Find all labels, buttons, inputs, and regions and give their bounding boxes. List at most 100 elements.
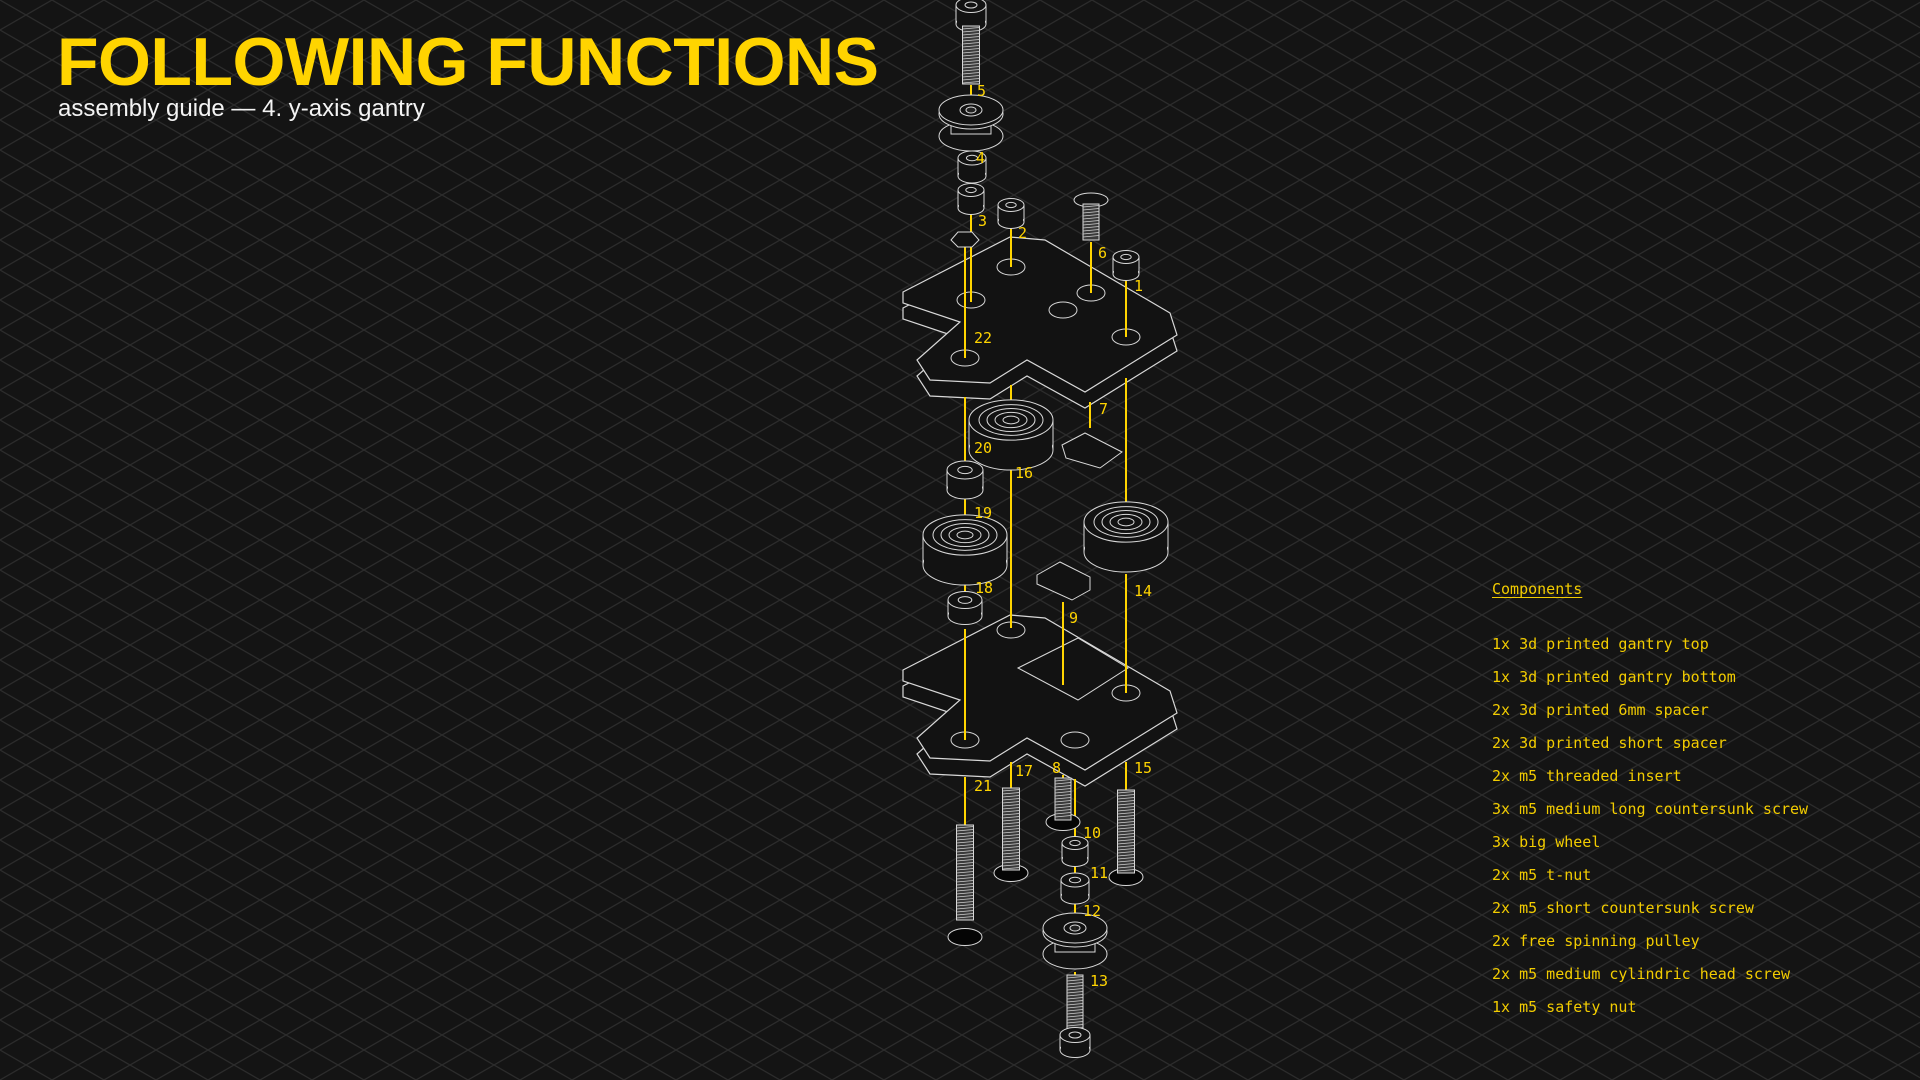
big-wheel-ring [1117, 517, 1135, 527]
callout-label-9: 9 [1069, 609, 1078, 627]
countersunk-screw-thread-thread [1082, 214, 1100, 217]
countersunk-screw-thread-thread [1054, 803, 1072, 806]
cylindric-head-screw-thread-thread [962, 36, 980, 39]
callout-label-18: 18 [975, 579, 993, 597]
cylindric-head-screw-thread-thread [1066, 1015, 1084, 1018]
component-item: 3x m5 medium long countersunk screw [1492, 800, 1809, 818]
countersunk-screw-thread-thread [1054, 788, 1072, 791]
countersunk-screw-thread-thread [1002, 792, 1020, 795]
big-wheel-ring [1109, 513, 1143, 531]
callout-label-11: 11 [1090, 864, 1108, 882]
countersunk-screw-thread-thread [956, 826, 974, 829]
countersunk-screw-thread-thread [956, 889, 974, 892]
free-spinning-pulley-bearing [959, 103, 983, 117]
countersunk-screw-thread-thread [956, 880, 974, 883]
cylindric-head-screw-thread-thread [1066, 976, 1084, 979]
component-item: 2x m5 threaded insert [1492, 767, 1682, 785]
countersunk-screw-thread-thread [956, 853, 974, 856]
countersunk-screw-thread-thread [1117, 830, 1135, 833]
6mm-spacer-bore [957, 465, 973, 475]
component-item: 2x m5 short countersunk screw [1492, 899, 1754, 917]
countersunk-screw-thread-thread [1082, 211, 1100, 214]
callout-label-14: 14 [1134, 582, 1152, 600]
cylindric-head-screw-thread-thread [962, 27, 980, 30]
callout-label-20: 20 [974, 439, 992, 457]
cylindric-head-screw-thread [1066, 974, 1084, 1036]
countersunk-screw-thread-thread [1117, 824, 1135, 827]
page-title: FOLLOWING FUNCTIONS [57, 24, 879, 100]
safety-nut [950, 231, 980, 248]
countersunk-screw-thread [1054, 777, 1072, 821]
callout-label-5: 5 [977, 82, 986, 100]
cylindric-head-screw-thread-thread [962, 63, 980, 66]
component-item: 3x big wheel [1492, 833, 1601, 851]
countersunk-screw-thread-thread [1002, 789, 1020, 792]
countersunk-screw-thread-thread [1082, 229, 1100, 232]
countersunk-screw-thread-thread [1002, 810, 1020, 813]
countersunk-screw-thread-thread [1082, 208, 1100, 211]
cylindric-head-screw-head-top [955, 0, 987, 13]
6mm-spacer [946, 460, 984, 500]
countersunk-screw-thread-thread [1002, 852, 1020, 855]
countersunk-screw-thread-thread [1117, 845, 1135, 848]
countersunk-screw-thread-thread [1054, 806, 1072, 809]
cylindric-head-screw-thread-thread [962, 78, 980, 81]
big-wheel-ring [956, 530, 974, 540]
cylindric-head-screw-thread-thread [962, 72, 980, 75]
callout-label-21: 21 [974, 777, 992, 795]
countersunk-screw-thread-thread [1002, 843, 1020, 846]
callout-label-17: 17 [1015, 762, 1033, 780]
cylindric-head-screw-thread-thread [962, 30, 980, 33]
countersunk-screw-thread-thread [1054, 791, 1072, 794]
6mm-spacer-top [946, 460, 984, 480]
countersunk-screw-thread-thread [1054, 794, 1072, 797]
big-wheel-ring [1101, 509, 1151, 535]
t-nut-pocket [1016, 637, 1129, 701]
cylindric-head-screw-thread-thread [962, 42, 980, 45]
big-wheel-ring [986, 407, 1036, 433]
cylindric-head-screw-thread-thread [1066, 1021, 1084, 1024]
countersunk-screw-thread-thread [1054, 815, 1072, 818]
countersunk-screw-thread-thread [1082, 226, 1100, 229]
countersunk-screw-thread-thread [956, 871, 974, 874]
countersunk-screw-thread-thread [956, 865, 974, 868]
free-spinning-pulley-bore [1069, 924, 1081, 932]
component-item: 2x m5 t-nut [1492, 866, 1592, 884]
t-nut [1061, 432, 1123, 469]
cylindric-head-screw-thread-thread [962, 33, 980, 36]
components-list: 1x 3d printed gantry top 1x 3d printed g… [1492, 634, 1808, 1030]
countersunk-screw-thread-thread [956, 874, 974, 877]
countersunk-screw-thread-thread [1082, 220, 1100, 223]
countersunk-screw-thread-thread [1002, 804, 1020, 807]
countersunk-screw-thread-thread [956, 895, 974, 898]
countersunk-screw-thread-thread [956, 877, 974, 880]
countersunk-screw-thread-thread [1002, 831, 1020, 834]
short-spacer [1060, 872, 1090, 905]
countersunk-screw-thread-thread [956, 892, 974, 895]
countersunk-screw-thread-thread [1002, 828, 1020, 831]
countersunk-screw-thread-thread [956, 847, 974, 850]
cylindric-head-screw-thread-thread [962, 60, 980, 63]
countersunk-screw-thread-thread [1054, 800, 1072, 803]
cylindric-head-screw-thread-thread [962, 54, 980, 57]
cylindric-head-screw-thread-thread [1066, 1024, 1084, 1027]
component-item: 2x 3d printed 6mm spacer [1492, 701, 1709, 719]
countersunk-screw-thread-thread [1117, 836, 1135, 839]
countersunk-screw-thread-thread [1002, 864, 1020, 867]
gantry-bottom-plate [902, 614, 1178, 787]
short-spacer-top [957, 150, 987, 166]
countersunk-screw-thread-thread [1117, 815, 1135, 818]
cylindric-head-screw-thread-thread [1066, 991, 1084, 994]
big-wheel-ring [1002, 415, 1020, 425]
components-list-panel: Components 1x 3d printed gantry top 1x 3… [1492, 580, 1808, 1030]
callout-label-12: 12 [1083, 902, 1101, 920]
callout-label-2: 2 [1018, 224, 1027, 242]
countersunk-screw-thread-thread [956, 838, 974, 841]
countersunk-screw-thread-thread [1117, 794, 1135, 797]
countersunk-screw-thread-thread [1117, 854, 1135, 857]
6mm-spacer-top [947, 591, 983, 609]
countersunk-screw-thread-thread [1082, 205, 1100, 208]
big-wheel-ring [932, 519, 998, 551]
component-item: 2x free spinning pulley [1492, 932, 1700, 950]
